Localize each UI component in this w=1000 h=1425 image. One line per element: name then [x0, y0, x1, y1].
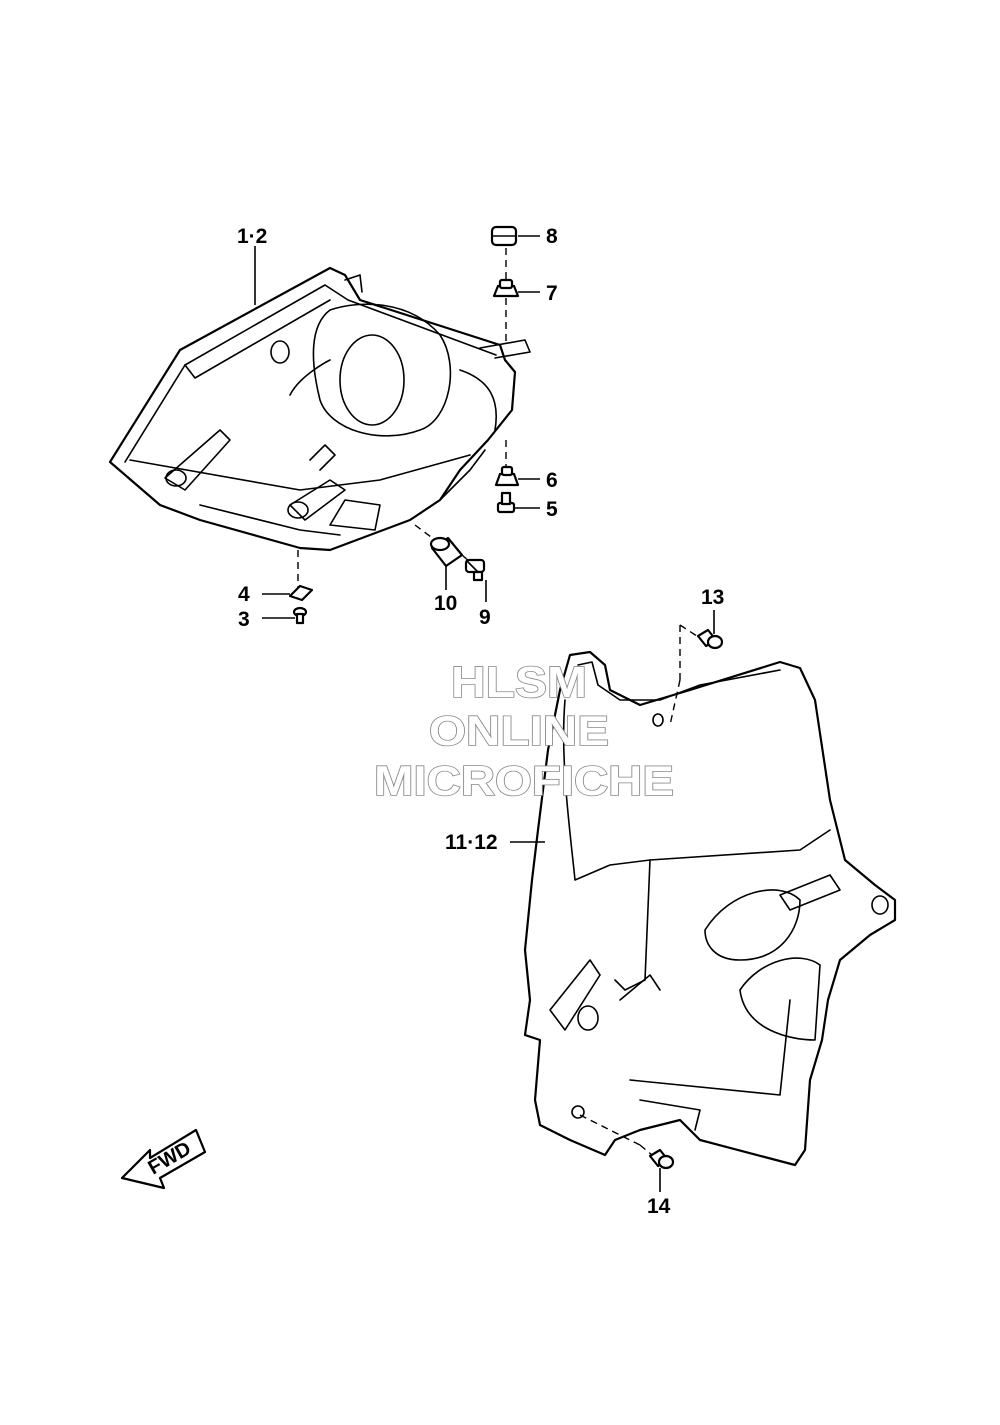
- upper-cover-panel: [108, 266, 531, 552]
- callout-5: 5: [546, 498, 558, 521]
- lower-shroud-panel: [523, 650, 897, 1167]
- collar-part-6: [494, 465, 520, 487]
- arrow-fwd-icon: [120, 1128, 207, 1190]
- leader-lines: [254, 235, 715, 1192]
- callout-4: 4: [238, 583, 250, 606]
- watermark-line-2: ONLINE: [429, 707, 609, 754]
- callout-labels: 1·2 8 7 6 5 4 3 10 9 13 11·12 14: [237, 225, 724, 1218]
- watermark-line-3: MICROFICHE: [374, 757, 674, 804]
- callout-8: 8: [546, 225, 558, 248]
- callout-11-12: 11·12: [445, 831, 498, 854]
- collar-part-7: [492, 278, 520, 298]
- callout-1-2: 1·2: [237, 225, 267, 248]
- bolt-part-5: [496, 491, 516, 514]
- assembly-lines: [297, 248, 701, 1156]
- callout-13: 13: [701, 586, 724, 609]
- clip-part-13: [696, 628, 724, 650]
- callout-3: 3: [238, 608, 250, 631]
- callout-14: 14: [647, 1195, 671, 1218]
- callout-6: 6: [546, 469, 558, 492]
- screw-part-3: [292, 606, 308, 625]
- clip-nut-part-4: [288, 584, 314, 602]
- bolt-part-9: [464, 558, 486, 582]
- watermark: HLSM ONLINE MICROFICHE: [373, 657, 675, 805]
- clip-part-14: [648, 1148, 675, 1170]
- grommet-part-8: [490, 225, 518, 247]
- fwd-direction-badge: FWD: [120, 1128, 207, 1190]
- callout-9: 9: [479, 606, 491, 629]
- watermark-line-1: HLSM: [451, 658, 587, 707]
- spacer-part-10: [429, 536, 464, 568]
- callout-10: 10: [434, 592, 457, 615]
- callout-7: 7: [546, 282, 558, 305]
